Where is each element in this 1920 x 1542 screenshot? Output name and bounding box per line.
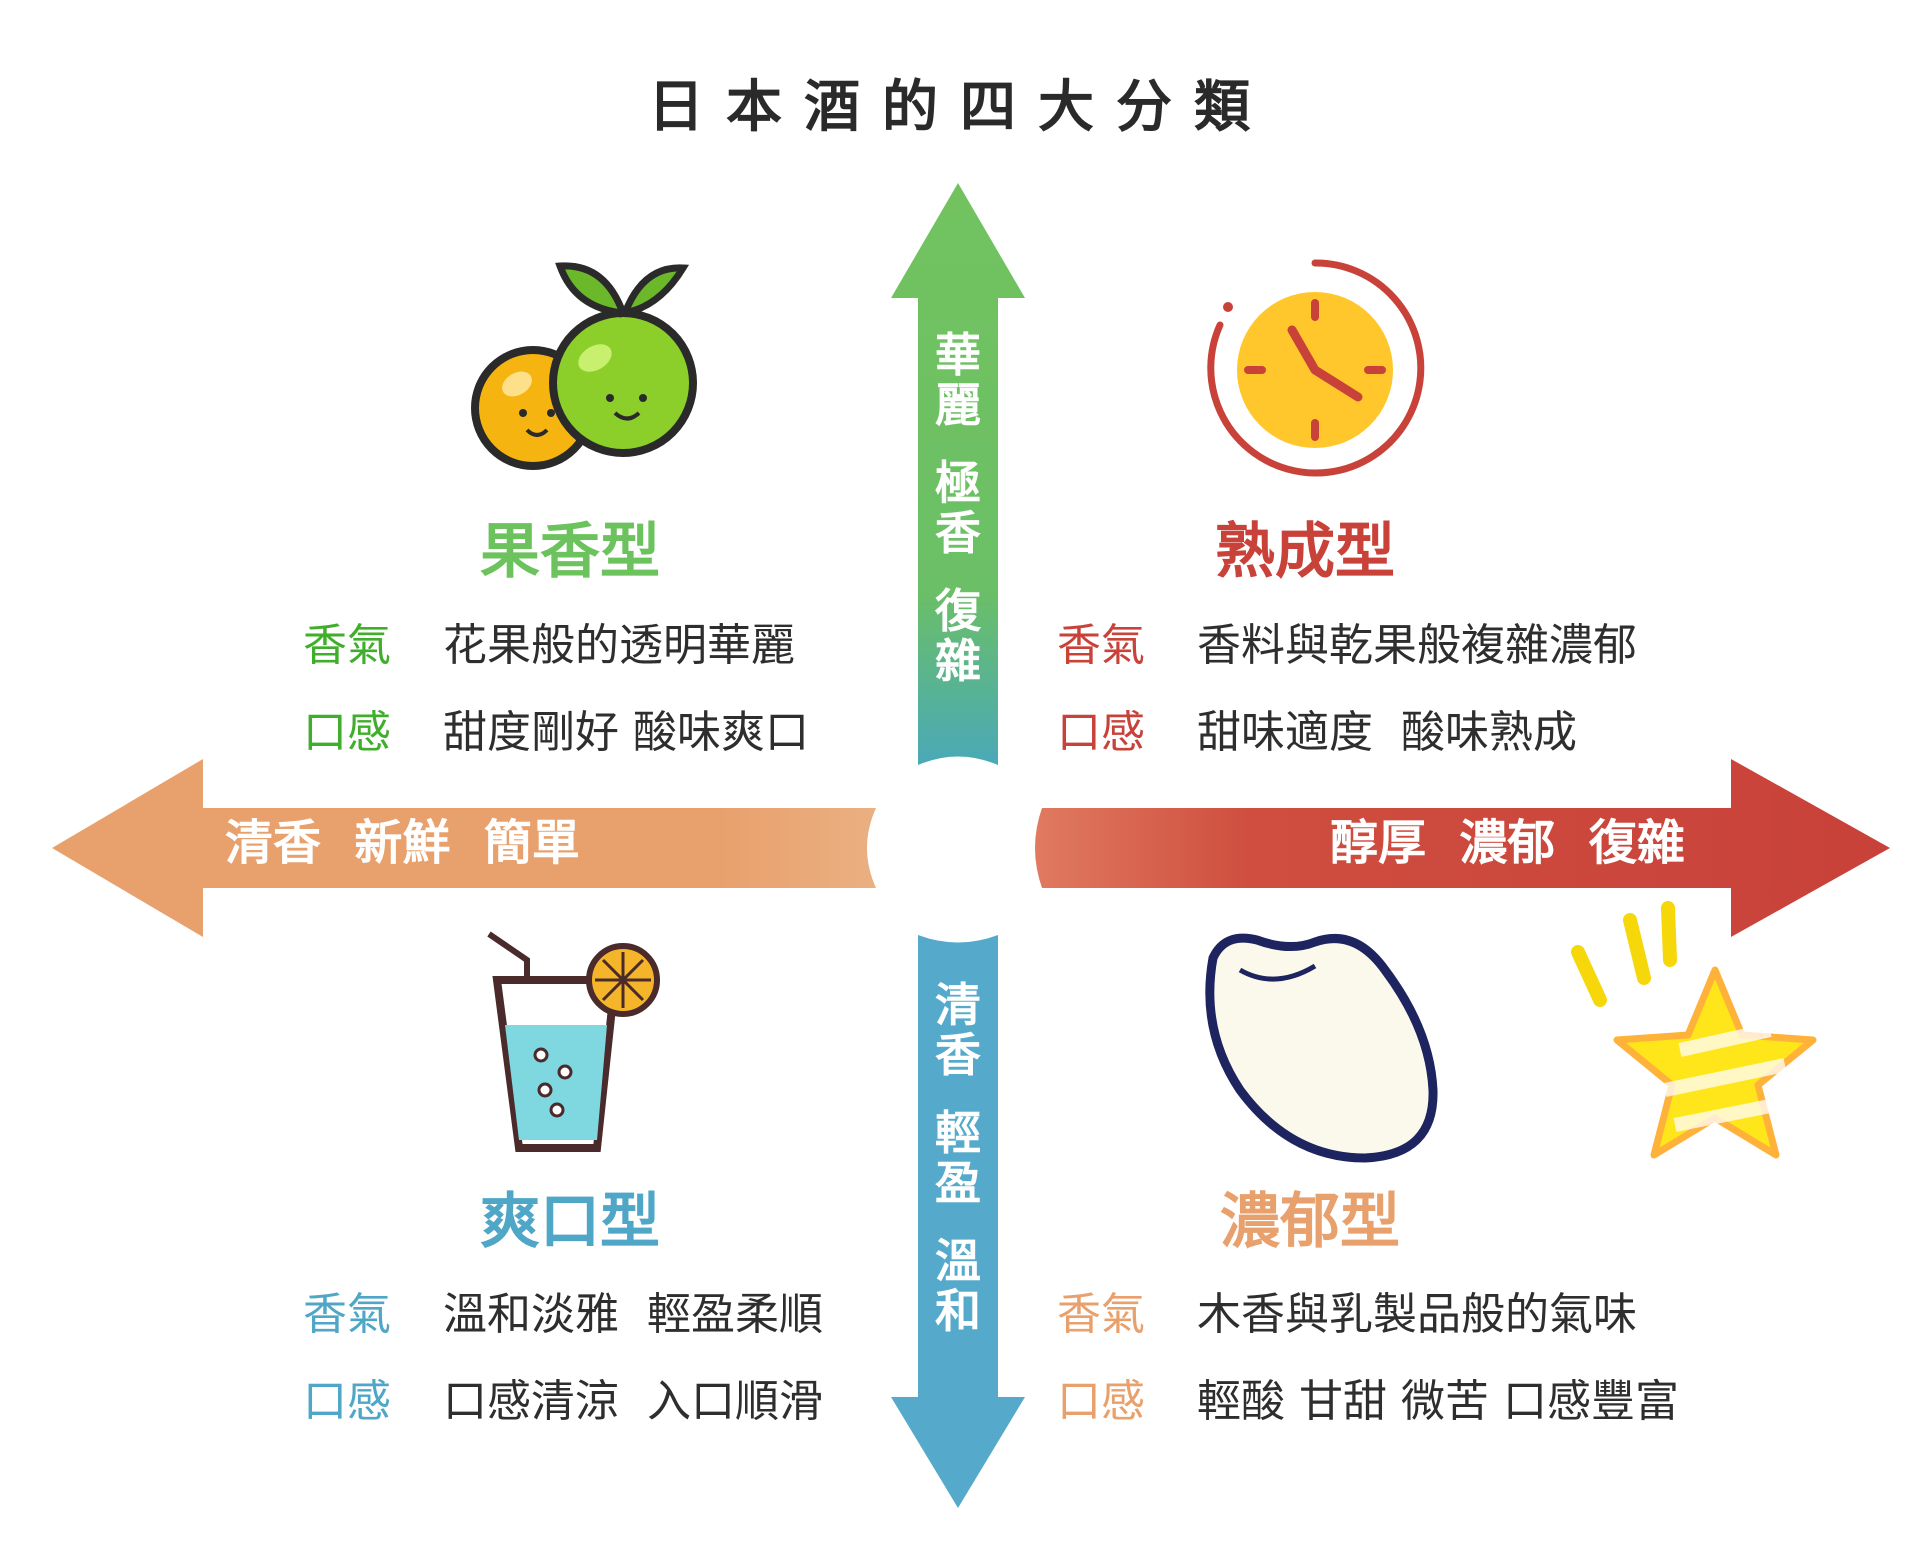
- light-aroma-row: 香氣 溫和淡雅 輕盈柔順: [303, 1287, 823, 1455]
- light-taste-label: 口感: [303, 1376, 391, 1427]
- rich-aroma-label: 香氣: [1057, 1289, 1145, 1340]
- fruity-taste-value: 甜度剛好 酸味爽口: [443, 707, 809, 758]
- clock-icon: [1207, 259, 1425, 477]
- fruit-icon: [471, 262, 697, 470]
- fruity-title: 果香型: [480, 517, 660, 587]
- page-title: 日本酒的四大分類: [648, 74, 1272, 140]
- axis-right-label: 醇厚 濃郁 復雜: [1330, 815, 1685, 871]
- light-aroma-label: 香氣: [303, 1289, 391, 1340]
- aged-aroma-row: 香氣 香料與乾果般複雜濃郁: [1057, 618, 1637, 786]
- star-icon: [1571, 901, 1817, 1159]
- rich-aroma-row: 香氣 木香與乳製品般的氣味: [1057, 1287, 1637, 1455]
- aged-aroma-label: 香氣: [1057, 620, 1145, 671]
- rich-taste-row: 口感 輕酸 甘甜 微苦 口感豐富: [1057, 1374, 1679, 1542]
- arrow-up: [891, 183, 1025, 765]
- axis-left-label: 清香 新鮮 簡單: [225, 815, 580, 871]
- fruity-aroma-value: 花果般的透明華麗: [443, 620, 795, 671]
- rich-taste-value: 輕酸 甘甜 微苦 口感豐富: [1197, 1376, 1679, 1427]
- rich-taste-label: 口感: [1057, 1376, 1145, 1427]
- aged-taste-label: 口感: [1057, 707, 1145, 758]
- arrow-right: [1035, 759, 1890, 937]
- axis-down-label: 清香輕盈溫和: [935, 978, 981, 1338]
- aged-taste-value: 甜味適度 酸味熟成: [1197, 707, 1577, 758]
- arrow-down: [891, 935, 1025, 1508]
- drink-icon: [487, 931, 660, 1152]
- rich-aroma-value: 木香與乳製品般的氣味: [1197, 1289, 1637, 1340]
- rich-title: 濃郁型: [1220, 1187, 1400, 1257]
- arrow-left: [52, 759, 876, 937]
- rice-grain-icon: [1205, 933, 1438, 1163]
- axis-up-label: 華麗極香復雜: [935, 328, 981, 688]
- fruity-aroma-row: 香氣 花果般的透明華麗: [303, 618, 795, 786]
- aged-title: 熟成型: [1215, 517, 1395, 587]
- fruity-aroma-label: 香氣: [303, 620, 391, 671]
- light-taste-row: 口感 口感清涼 入口順滑: [303, 1374, 823, 1542]
- aged-taste-row: 口感 甜味適度 酸味熟成: [1057, 705, 1577, 873]
- aged-aroma-value: 香料與乾果般複雜濃郁: [1197, 620, 1637, 671]
- fruity-taste-label: 口感: [303, 707, 391, 758]
- fruity-taste-row: 口感 甜度剛好 酸味爽口: [303, 705, 809, 873]
- light-taste-value: 口感清涼 入口順滑: [443, 1376, 823, 1427]
- light-aroma-value: 溫和淡雅 輕盈柔順: [443, 1289, 823, 1340]
- light-title: 爽口型: [480, 1187, 660, 1257]
